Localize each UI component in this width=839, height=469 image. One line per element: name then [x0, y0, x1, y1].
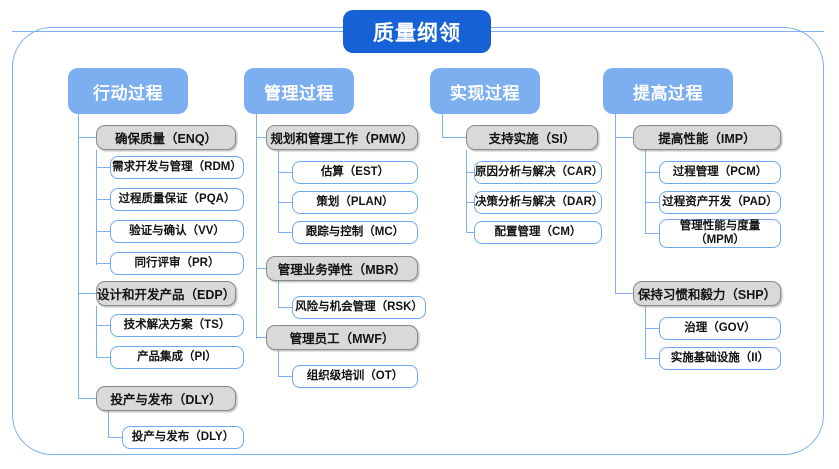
- group-box-si[interactable]: 支持实施（SI）: [466, 125, 598, 150]
- child-stub-pcm: [645, 172, 659, 174]
- group-box-mbr[interactable]: 管理业务弹性（MBR）: [266, 256, 418, 281]
- child-stub-dar: [466, 202, 474, 204]
- leaf-box-ts[interactable]: 技术解决方案（TS）: [110, 314, 244, 337]
- group-stub-1-3: [78, 398, 96, 400]
- group-box-pmw[interactable]: 规划和管理工作（PMW）: [266, 125, 418, 150]
- leaf-box-mc[interactable]: 跟踪与控制（MC）: [292, 221, 418, 244]
- column-header-1[interactable]: 行动过程: [68, 68, 188, 114]
- child-spine-imp: [645, 150, 647, 233]
- group-box-shp[interactable]: 保持习惯和毅力（SHP）: [633, 281, 781, 306]
- child-spine-edp: [96, 306, 98, 357]
- leaf-box-cm[interactable]: 配置管理（CM）: [474, 221, 602, 244]
- leaf-box-vv[interactable]: 验证与确认（VV）: [110, 220, 244, 243]
- column-spine-4: [615, 114, 617, 294]
- title-connector-right: [491, 31, 824, 33]
- child-stub-ot: [278, 376, 292, 378]
- group-stub-2-1: [256, 137, 266, 139]
- leaf-box-pcm[interactable]: 过程管理（PCM）: [659, 161, 781, 184]
- leaf-box-pi[interactable]: 产品集成（PI）: [110, 346, 244, 369]
- group-box-edp[interactable]: 设计和开发产品（EDP）: [96, 281, 236, 306]
- column-spine-2: [256, 114, 258, 339]
- child-spine-pmw: [278, 150, 280, 232]
- child-stub-plan: [278, 202, 292, 204]
- child-stub-ii: [645, 358, 659, 360]
- child-stub-vv: [96, 231, 110, 233]
- group-stub-1-2: [78, 293, 96, 295]
- group-box-enq[interactable]: 确保质量（ENQ）: [96, 125, 236, 150]
- child-stub-dly: [108, 437, 122, 439]
- leaf-box-dly[interactable]: 投产与发布（DLY）: [122, 426, 244, 449]
- leaf-box-pad[interactable]: 过程资产开发（PAD）: [659, 191, 781, 214]
- child-stub-ts: [96, 325, 110, 327]
- group-stub-1-1: [78, 137, 96, 139]
- leaf-box-rdm[interactable]: 需求开发与管理（RDM）: [110, 156, 244, 179]
- child-spine-dly: [108, 411, 110, 437]
- child-stub-gov: [645, 328, 659, 330]
- leaf-box-pqa[interactable]: 过程质量保证（PQA）: [110, 188, 244, 211]
- leaf-box-ot[interactable]: 组织级培训（OT）: [292, 365, 418, 388]
- group-stub-4-2: [615, 293, 633, 295]
- leaf-box-rsk[interactable]: 风险与机会管理（RSK）: [292, 296, 426, 319]
- leaf-box-est[interactable]: 估算（EST）: [292, 161, 418, 184]
- column-header-4[interactable]: 提高过程: [603, 68, 733, 114]
- leaf-box-gov[interactable]: 治理（GOV）: [659, 317, 781, 340]
- title-connector-left: [12, 31, 343, 33]
- child-stub-car: [466, 172, 474, 174]
- column-spine-1: [78, 114, 80, 399]
- leaf-box-ii[interactable]: 实施基础设施（II）: [659, 347, 781, 370]
- leaf-box-mpm[interactable]: 管理性能与度量（MPM）: [659, 219, 781, 248]
- group-box-dly[interactable]: 投产与发布（DLY）: [96, 386, 236, 411]
- child-stub-rsk: [278, 307, 292, 309]
- child-spine-mwf: [278, 350, 280, 376]
- diagram-title: 质量纲领: [343, 10, 491, 53]
- child-spine-shp: [645, 306, 647, 358]
- group-box-mwf[interactable]: 管理员工（MWF）: [266, 325, 418, 350]
- group-stub-2-2: [256, 268, 266, 270]
- column-header-3[interactable]: 实现过程: [430, 68, 540, 114]
- child-spine-si: [466, 150, 468, 232]
- child-stub-rdm: [96, 167, 110, 169]
- child-stub-mpm: [645, 233, 659, 235]
- child-stub-pr: [96, 263, 110, 265]
- leaf-box-dar[interactable]: 决策分析与解决（DAR）: [474, 191, 603, 214]
- column-header-2[interactable]: 管理过程: [244, 68, 354, 114]
- group-stub-2-3: [256, 337, 266, 339]
- leaf-box-pr[interactable]: 同行评审（PR）: [110, 252, 244, 275]
- child-spine-mbr: [278, 281, 280, 307]
- group-stub-3-1: [442, 137, 466, 139]
- leaf-box-plan[interactable]: 策划（PLAN）: [292, 191, 418, 214]
- child-stub-pi: [96, 357, 110, 359]
- child-stub-cm: [466, 232, 474, 234]
- group-box-imp[interactable]: 提高性能（IMP）: [633, 125, 781, 150]
- child-stub-pad: [645, 202, 659, 204]
- child-stub-mc: [278, 232, 292, 234]
- leaf-box-car[interactable]: 原因分析与解决（CAR）: [474, 161, 603, 184]
- child-stub-pqa: [96, 199, 110, 201]
- column-spine-3: [442, 114, 444, 137]
- group-stub-4-1: [615, 137, 633, 139]
- child-stub-est: [278, 172, 292, 174]
- child-spine-enq: [96, 150, 98, 265]
